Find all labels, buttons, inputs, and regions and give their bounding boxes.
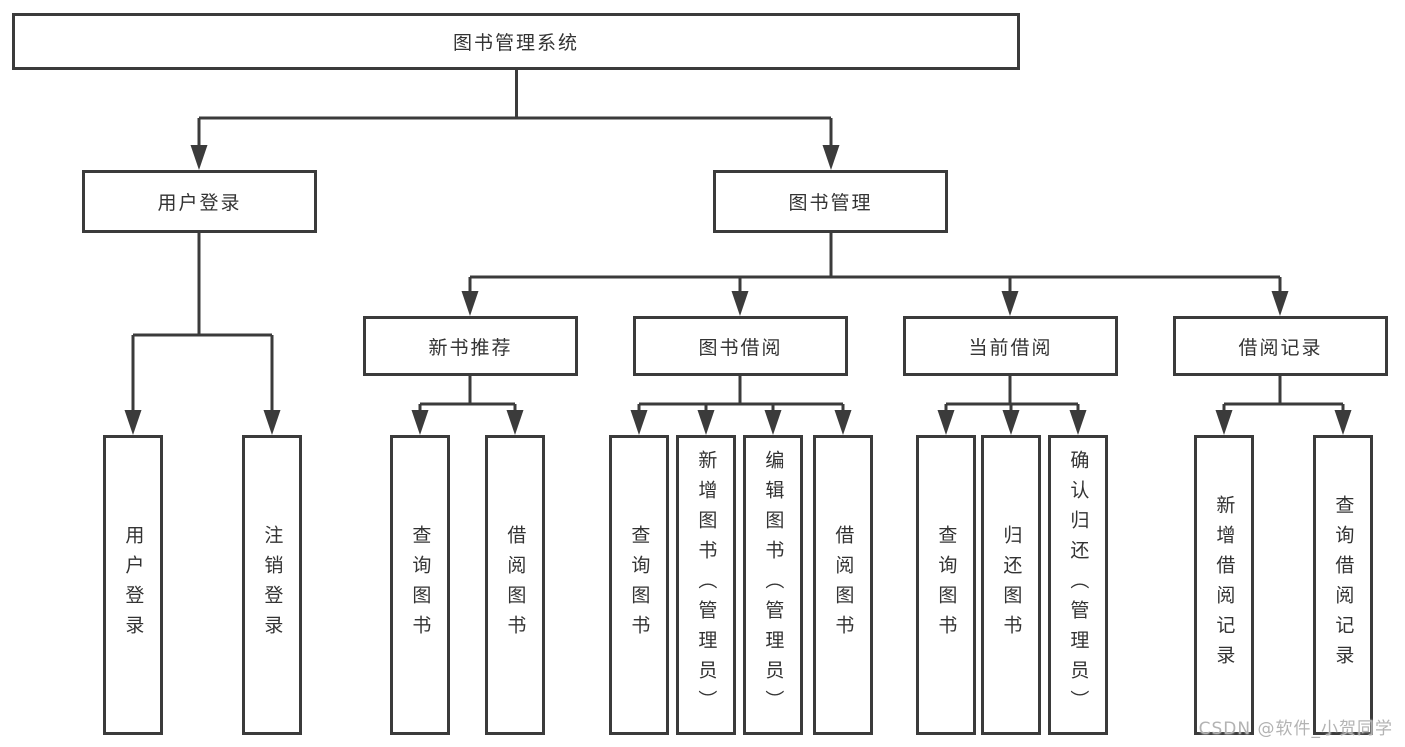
leaf-current-return-book: 归还图书 (981, 435, 1041, 735)
arrow-down-icon (1002, 410, 1020, 435)
node-new-book-recommend-label: 新书推荐 (428, 336, 513, 359)
leaf-borrow-borrow-book-label: 借阅图书 (832, 525, 855, 645)
node-user-login-label: 用户登录 (157, 192, 242, 214)
arrow-down-icon (124, 410, 142, 435)
node-root: 图书管理系统 (12, 13, 1020, 70)
leaf-borrow-edit-book-admin-label: 编辑图书（管理员） (762, 450, 785, 720)
node-borrow-record: 借阅记录 (1173, 316, 1388, 376)
arrow-down-icon (630, 410, 648, 435)
connector-current-borrow (944, 376, 1080, 415)
leaf-borrow-query-book-label: 查询图书 (628, 525, 651, 645)
connector-lines (131, 70, 1345, 415)
arrow-down-icon (937, 410, 955, 435)
arrow-down-icon (411, 410, 429, 435)
leaf-borrow-borrow-book: 借阅图书 (813, 435, 873, 735)
leaf-current-query-book: 查询图书 (916, 435, 976, 735)
leaf-borrow-edit-book-admin: 编辑图书（管理员） (743, 435, 803, 735)
connector-new-book (418, 376, 517, 415)
node-book-management-label: 图书管理 (788, 192, 873, 214)
leaf-record-add-record-label: 新增借阅记录 (1213, 495, 1236, 675)
arrow-down-icon (461, 291, 479, 316)
csdn-watermark: CSDN @软件_小贺同学 (1198, 719, 1393, 739)
node-book-borrow-label: 图书借阅 (698, 336, 783, 359)
arrow-down-icon (190, 145, 208, 170)
leaf-newbook-query-book-label: 查询图书 (409, 525, 432, 645)
arrow-down-icon (1334, 410, 1352, 435)
leaf-current-return-book-label: 归还图书 (1000, 525, 1023, 645)
node-current-borrow: 当前借阅 (903, 316, 1118, 376)
leaf-newbook-borrow-book-label: 借阅图书 (504, 525, 527, 645)
leaf-current-confirm-return-admin-label: 确认归还（管理员） (1067, 450, 1090, 720)
node-borrow-record-label: 借阅记录 (1238, 336, 1323, 359)
node-book-borrow: 图书借阅 (633, 316, 848, 376)
leaf-newbook-borrow-book: 借阅图书 (485, 435, 545, 735)
connector-book-management (468, 233, 1282, 296)
leaf-borrow-add-book-admin: 新增图书（管理员） (676, 435, 736, 735)
arrowhead-icons (124, 145, 1352, 435)
leaf-record-query-record-label: 查询借阅记录 (1332, 495, 1355, 675)
node-user-login: 用户登录 (82, 170, 317, 233)
arrow-down-icon (1215, 410, 1233, 435)
arrow-down-icon (1001, 291, 1019, 316)
arrow-down-icon (764, 410, 782, 435)
leaf-user-login-label: 用户登录 (122, 525, 145, 645)
leaf-logout-label: 注销登录 (261, 525, 284, 645)
leaf-borrow-add-book-admin-label: 新增图书（管理员） (695, 450, 718, 720)
connector-borrow-record (1222, 376, 1345, 415)
arrow-down-icon (731, 291, 749, 316)
node-current-borrow-label: 当前借阅 (968, 336, 1053, 359)
node-book-management: 图书管理 (713, 170, 948, 233)
node-new-book-recommend: 新书推荐 (363, 316, 578, 376)
leaf-record-query-record: 查询借阅记录 (1313, 435, 1373, 735)
leaf-borrow-query-book: 查询图书 (609, 435, 669, 735)
connector-root (197, 70, 833, 150)
leaf-current-confirm-return-admin: 确认归还（管理员） (1048, 435, 1108, 735)
leaf-newbook-query-book: 查询图书 (390, 435, 450, 735)
node-root-label: 图书管理系统 (452, 32, 579, 54)
arrow-down-icon (834, 410, 852, 435)
leaf-logout: 注销登录 (242, 435, 302, 735)
arrow-down-icon (506, 410, 524, 435)
leaf-user-login: 用户登录 (103, 435, 163, 735)
arrow-down-icon (1271, 291, 1289, 316)
arrow-down-icon (1069, 410, 1087, 435)
arrow-down-icon (822, 145, 840, 170)
leaf-current-query-book-label: 查询图书 (935, 525, 958, 645)
arrow-down-icon (697, 410, 715, 435)
connector-user-login (131, 233, 274, 415)
connector-book-borrow (637, 376, 845, 415)
leaf-record-add-record: 新增借阅记录 (1194, 435, 1254, 735)
arrow-down-icon (263, 410, 281, 435)
